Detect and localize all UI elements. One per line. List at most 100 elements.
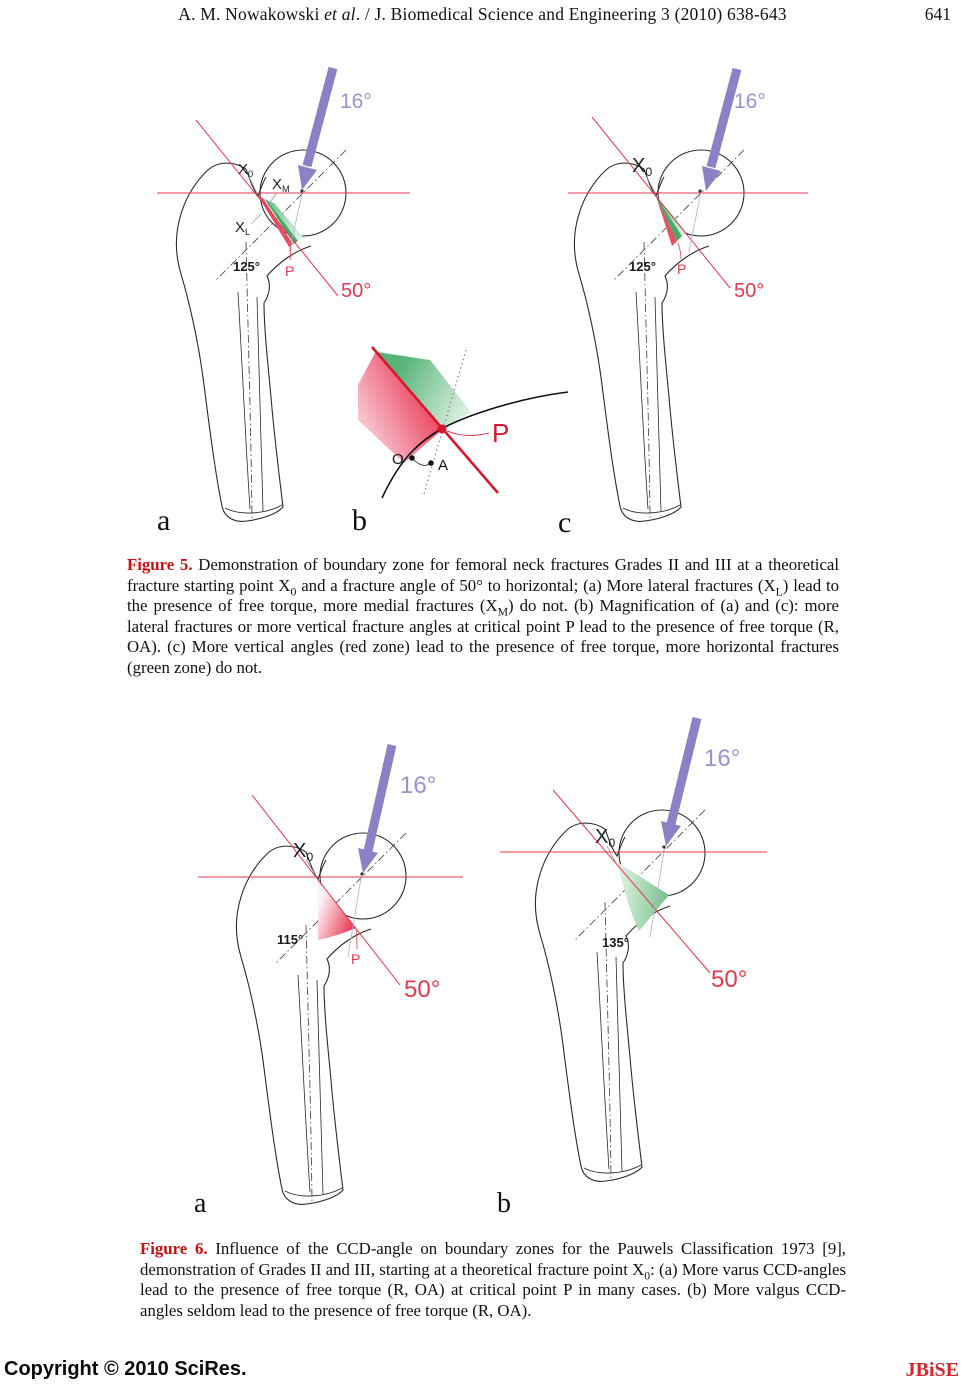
o-label: O — [392, 451, 404, 468]
figure5-caption-text-4: ) do not. (b) Magnification of (a) and (… — [127, 596, 839, 677]
load-arrow-head — [298, 165, 317, 190]
figure5-caption-text-3: ) lead to the presence of free torque, m… — [127, 575, 840, 616]
p-label: P — [285, 263, 294, 279]
load-axis-line — [688, 190, 702, 253]
p-leader — [677, 242, 682, 260]
boundary-wedge-green — [656, 196, 682, 241]
head-center-point — [360, 872, 364, 876]
load-angle-label: 16° — [340, 90, 372, 113]
magnified-green-zone — [377, 352, 471, 429]
p-label: P — [351, 951, 360, 967]
point-a — [428, 460, 434, 466]
running-header: A. M. Nowakowski et al. / J. Biomedical … — [0, 4, 965, 25]
x0-label: X0 — [595, 826, 615, 850]
xm-leader — [266, 192, 278, 208]
panel-a-letter: a — [157, 504, 170, 537]
boundary-zone-red — [318, 881, 356, 940]
figure6-caption-text-1: Influence of the CCD-angle on boundary z… — [140, 1239, 846, 1279]
x0-label: X0 — [293, 840, 313, 864]
load-arrow-shaft — [363, 744, 397, 852]
head-center-point — [300, 189, 304, 193]
load-arrow-shaft — [666, 716, 702, 826]
x0-leader — [248, 176, 258, 195]
fracture-angle-line — [591, 116, 731, 289]
head-center-point — [662, 845, 666, 849]
fracture-angle-line — [251, 794, 401, 986]
figure6-caption-sub-0: 0 — [644, 1268, 651, 1282]
fig6-panel-b: 16° 50° 135° X0 b — [497, 716, 767, 1219]
p-leader — [355, 929, 358, 950]
xl-label: XL — [235, 219, 250, 237]
ccd-angle-label: 125° — [629, 259, 656, 274]
figure6-caption-label: Figure 6. — [140, 1239, 208, 1258]
o-a-connector — [413, 459, 431, 466]
head-center-point — [698, 189, 702, 193]
femur-a — [175, 149, 347, 522]
fig5-panel-a: 16° 50° 125° X0 XM XL P a — [157, 66, 410, 537]
p-label: P — [677, 261, 686, 277]
figure6-caption-text-2: : (a) More varus CCD-angles lead to the … — [140, 1259, 846, 1320]
p-leader — [289, 240, 292, 261]
figure5-caption-sub-0: 0 — [290, 584, 297, 598]
magnified-red-zone — [358, 351, 443, 463]
shaft-axis-line — [245, 241, 253, 519]
figure5-caption-sub-m: M — [497, 605, 509, 619]
x0-leader — [305, 859, 318, 879]
panel-b-letter: b — [352, 504, 367, 537]
fracture-angle-line — [552, 789, 711, 974]
a-label: A — [438, 457, 448, 474]
critical-point-p — [437, 424, 447, 434]
panel-c-letter: c — [558, 506, 571, 539]
load-axis-line — [649, 844, 666, 938]
fracture-zone-green-stripe — [264, 198, 298, 244]
load-arrow-shaft — [302, 66, 338, 168]
xl-leader — [250, 213, 262, 225]
boundary-zone-green — [617, 862, 669, 931]
fracture-angle-line — [195, 119, 339, 297]
load-arrow-head — [661, 821, 681, 846]
ccd-angle-label: 135° — [602, 935, 629, 950]
header-author: A. M. Nowakowski — [178, 4, 325, 24]
x0-leader — [645, 175, 657, 195]
fig5-panel-b: P O A b — [352, 346, 569, 537]
fracture-zone-lightgreen-stripe — [268, 201, 303, 241]
figure5-caption-label: Figure 5. — [127, 555, 193, 574]
load-arrow-head — [702, 166, 721, 191]
p-label: P — [492, 418, 509, 448]
figure5-caption-text-2: and a fracture angle of 50° to horizonta… — [296, 575, 776, 595]
fracture-angle-label: 50° — [404, 976, 440, 1003]
boundary-wedge-red — [656, 196, 677, 246]
fracture-angle-label: 50° — [734, 280, 764, 302]
panel-a-letter: a — [194, 1188, 207, 1219]
figure5-caption-text-1: Demonstration of boundary zone for femor… — [127, 555, 840, 595]
load-angle-label: 16° — [734, 90, 766, 113]
fracture-angle-line — [371, 346, 499, 494]
load-arrow-head — [358, 848, 378, 873]
figure6-caption: Figure 6. Influence of the CCD-angle on … — [140, 1239, 846, 1321]
x0-leader — [606, 845, 617, 864]
fracture-angle-label: 50° — [711, 966, 747, 993]
p-leader — [446, 430, 490, 436]
fracture-angle-label: 50° — [341, 280, 371, 302]
ccd-angle-label: 125° — [233, 259, 260, 274]
header-etal: et al — [324, 4, 356, 24]
header-journal-ref: . / J. Biomedical Science and Engineerin… — [355, 4, 787, 24]
x0-label: X0 — [238, 161, 253, 179]
fig6-panel-a: 16° 50° 115° X0 P a — [194, 744, 463, 1219]
figure5-caption-sub-l: L — [775, 584, 783, 598]
ccd-angle-label: 115° — [277, 932, 303, 947]
copyright-notice: Copyright © 2010 SciRes. — [4, 1358, 247, 1380]
load-arrow-shaft — [706, 67, 742, 169]
xm-label: XM — [272, 176, 290, 194]
point-o — [409, 455, 415, 461]
fig5-panel-c: 16° 50° 125° X0 P c — [558, 67, 808, 539]
shaft-axis-line — [604, 901, 612, 1179]
fracture-zone-red-stripe — [258, 196, 293, 247]
figure5-caption: Figure 5. Demonstration of boundary zone… — [127, 555, 839, 679]
load-angle-label: 16° — [704, 745, 740, 772]
page-number: 641 — [924, 4, 951, 24]
load-angle-label: 16° — [400, 772, 436, 799]
load-axis-line — [288, 189, 304, 253]
